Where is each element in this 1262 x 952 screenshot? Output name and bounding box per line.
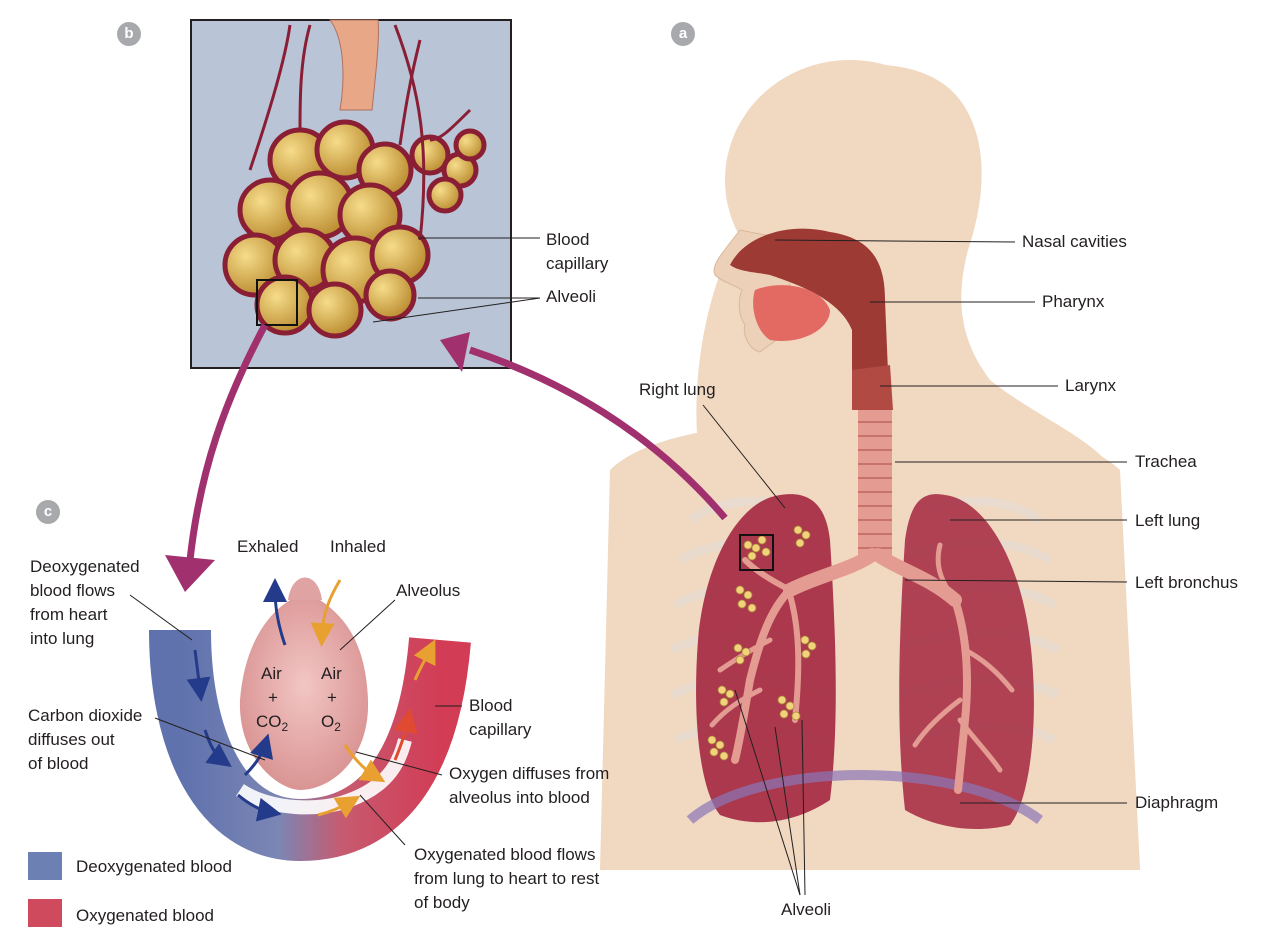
alveoli-clusters [707,525,817,761]
label-alveoli-a: Alveoli [781,900,832,919]
label-blood-capillary-b-1: Blood [546,230,590,249]
label-right-lung: Right lung [639,380,716,399]
label-co2-diffuse-1: Carbon dioxide [28,706,143,725]
label-blood-capillary-b-2: capillary [546,254,609,273]
air-left-co2: CO2 [256,712,289,734]
label-alveolus: Alveolus [396,581,461,600]
panel-b-badge: b [117,22,141,46]
panel-a-badge: a [671,22,695,46]
label-deoxy-flow-2: blood flows [30,581,116,600]
trachea [858,410,892,555]
label-o2-diffuse-1: Oxygen diffuses from [449,764,610,783]
legend-swatch-oxygenated [28,899,62,927]
air-right-o2: O2 [321,712,341,734]
leader-lines [129,237,1128,896]
zoom-box-lung [739,534,774,571]
label-larynx: Larynx [1065,376,1117,395]
bronchial-tree [709,542,1015,794]
connector-arrows [165,323,728,592]
gas-exchange-panel [149,577,471,862]
label-inhaled: Inhaled [330,537,386,556]
legend-label-deoxygenated: Deoxygenated blood [76,857,232,876]
label-deoxy-flow-1: Deoxygenated [30,557,140,576]
air-left-plus: + [268,688,278,707]
label-co2-diffuse-3: of blood [28,754,89,773]
label-trachea: Trachea [1135,452,1197,471]
label-alveoli-b: Alveoli [546,287,597,306]
label-co2-diffuse-2: diffuses out [28,730,115,749]
legend-swatch-deoxygenated [28,852,62,880]
label-left-lung: Left lung [1135,511,1201,530]
air-left-air: Air [261,664,282,683]
zoom-box-alveoli [256,279,298,326]
label-deoxy-flow-4: into lung [30,629,95,648]
air-right-air: Air [321,664,342,683]
diaphragm [686,770,1043,825]
nasal-cavity [730,228,888,372]
label-oxy-flow-3: of body [414,893,470,912]
label-diaphragm: Diaphragm [1135,793,1219,812]
right-lung [696,494,836,823]
label-o2-diffuse-2: alveolus into blood [449,788,590,807]
label-blood-capillary-c-1: Blood [469,696,513,715]
label-pharynx: Pharynx [1042,292,1105,311]
label-deoxy-flow-3: from heart [30,605,108,624]
label-oxy-flow-2: from lung to heart to rest [414,869,600,888]
label-nasal-cavities: Nasal cavities [1022,232,1127,251]
label-blood-capillary-c-2: capillary [469,720,532,739]
alveoli-closeup-panel [190,19,512,369]
larynx [852,365,893,410]
air-right-plus: + [327,688,337,707]
label-oxy-flow-1: Oxygenated blood flows [414,845,596,864]
label-left-bronchus: Left bronchus [1135,573,1239,592]
label-exhaled: Exhaled [237,537,299,556]
legend-label-oxygenated: Oxygenated blood [76,906,214,925]
panel-c-badge: c [36,500,60,524]
